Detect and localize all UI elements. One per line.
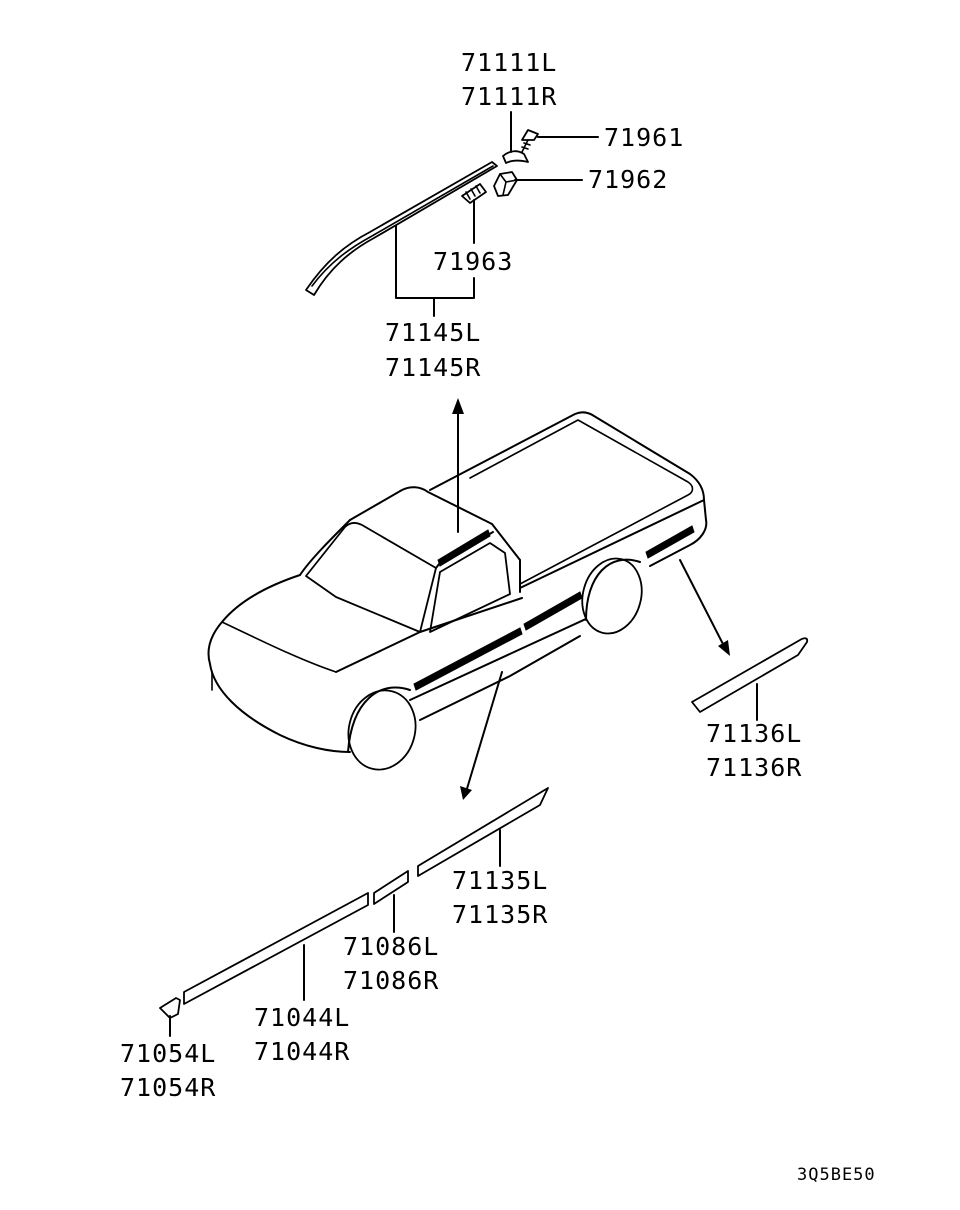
label-front-moulding-l: 71044L: [254, 1003, 350, 1032]
label-center-moulding-l: 71086L: [343, 932, 439, 961]
figure-code: 3Q5BE50: [797, 1165, 876, 1185]
end-cap-part: [159, 997, 181, 1019]
front-wheel: [347, 686, 417, 771]
label-front-moulding-r: 71044R: [254, 1037, 350, 1066]
pickup-truck: [207, 411, 708, 771]
stripe-rear: [645, 525, 695, 559]
label-roof-cap-l: 71111L: [461, 48, 557, 77]
label-end-cap-l: 71054L: [120, 1039, 216, 1068]
label-rear-moulding-l: 71136L: [706, 719, 802, 748]
label-door-moulding-l: 71135L: [452, 866, 548, 895]
clip-part: [493, 171, 518, 197]
label-door-moulding-r: 71135R: [452, 900, 548, 929]
fastener-part: [461, 183, 487, 204]
label-roof-cap-r: 71111R: [461, 82, 557, 111]
label-center-moulding-r: 71086R: [343, 966, 439, 995]
label-rear-moulding-r: 71136R: [706, 753, 802, 782]
label-clip: 71962: [588, 165, 668, 194]
stripe-front: [413, 627, 523, 691]
screw-part: [521, 129, 539, 153]
label-fastener: 71963: [433, 247, 513, 276]
roof-cap-part: [502, 150, 529, 164]
arrows: [452, 398, 730, 800]
roof-moulding-part: [305, 161, 498, 296]
center-moulding-part: [373, 870, 409, 905]
label-screw: 71961: [604, 123, 684, 152]
label-roof-moulding-l: 71145L: [385, 318, 481, 347]
rear-moulding-part: [691, 637, 809, 713]
stripe-roof: [437, 529, 491, 567]
door-moulding-part: [417, 787, 549, 877]
stripe-center: [523, 591, 583, 631]
rear-wheel: [581, 557, 643, 635]
roof-leader-lines: [395, 111, 599, 317]
front-moulding-part: [183, 892, 369, 1005]
label-end-cap-r: 71054R: [120, 1073, 216, 1102]
label-roof-moulding-r: 71145R: [385, 353, 481, 382]
